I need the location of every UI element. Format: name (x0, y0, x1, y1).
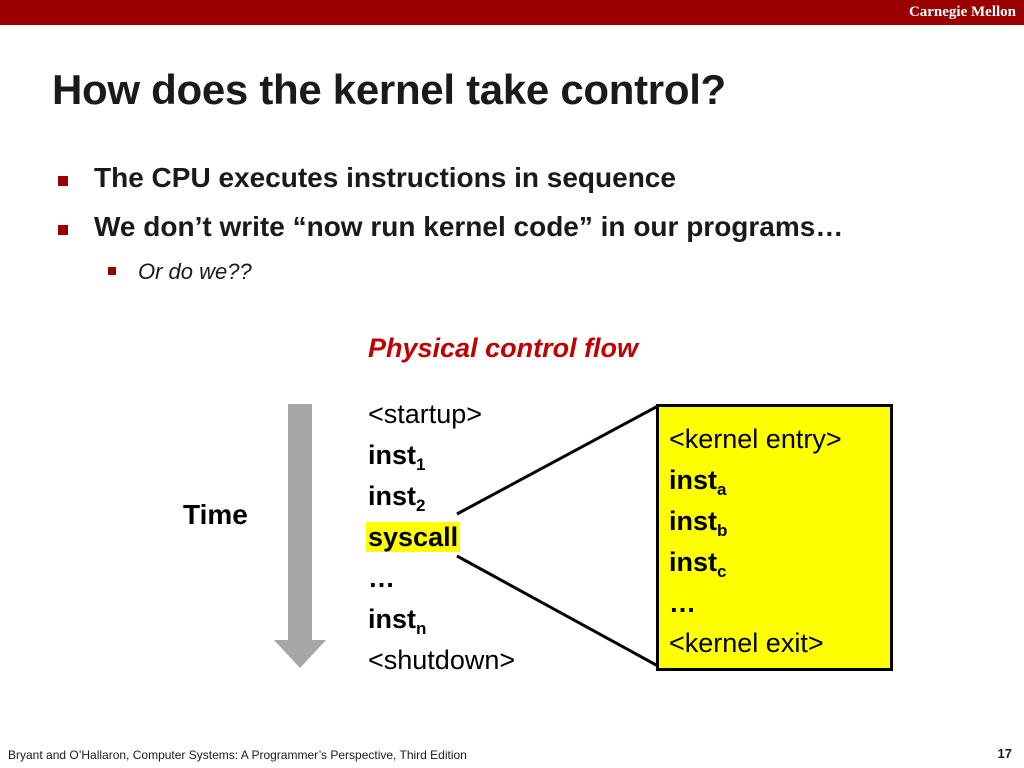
bullet-square-icon (58, 225, 68, 235)
kernel-box: <kernel entry> insta instb instc … <kern… (656, 404, 893, 671)
flow-startup: <startup> (368, 399, 483, 429)
sub-bullet-square-icon (108, 267, 116, 275)
footer-citation: Bryant and O’Hallaron, Computer Systems:… (8, 748, 467, 762)
time-label: Time (183, 499, 248, 530)
connector-line-bottom (456, 554, 659, 668)
flow-ellipsis: … (368, 563, 395, 593)
flow-inst2: inst2 (368, 481, 426, 515)
kernel-insta: insta (669, 465, 727, 499)
flow-syscall: syscall (366, 521, 461, 553)
kernel-instc: instc (669, 547, 727, 581)
connector-line-top (456, 404, 659, 516)
diagram-heading: Physical control flow (368, 333, 639, 363)
page-number: 17 (997, 746, 1012, 761)
syscall-highlight: syscall (366, 522, 461, 552)
slide-title: How does the kernel take control? (52, 66, 726, 113)
bullet-2-text: We don’t write “now run kernel code” in … (94, 211, 844, 242)
bullet-square-icon (58, 176, 68, 186)
bullet-1-text: The CPU executes instructions in sequenc… (94, 162, 676, 193)
brand-label: Carnegie Mellon (908, 4, 1016, 20)
flow-inst1: inst1 (368, 440, 426, 474)
flow-shutdown: <shutdown> (368, 645, 516, 675)
kernel-entry: <kernel entry> (669, 424, 842, 454)
kernel-exit: <kernel exit> (669, 628, 824, 658)
kernel-instb: instb (669, 506, 728, 540)
sub-bullet-text: Or do we?? (138, 259, 252, 284)
kernel-ellipsis: … (669, 588, 696, 618)
header-bar: Carnegie Mellon (0, 0, 1024, 25)
time-arrow-icon (274, 404, 326, 668)
flow-instn: instn (368, 604, 427, 638)
